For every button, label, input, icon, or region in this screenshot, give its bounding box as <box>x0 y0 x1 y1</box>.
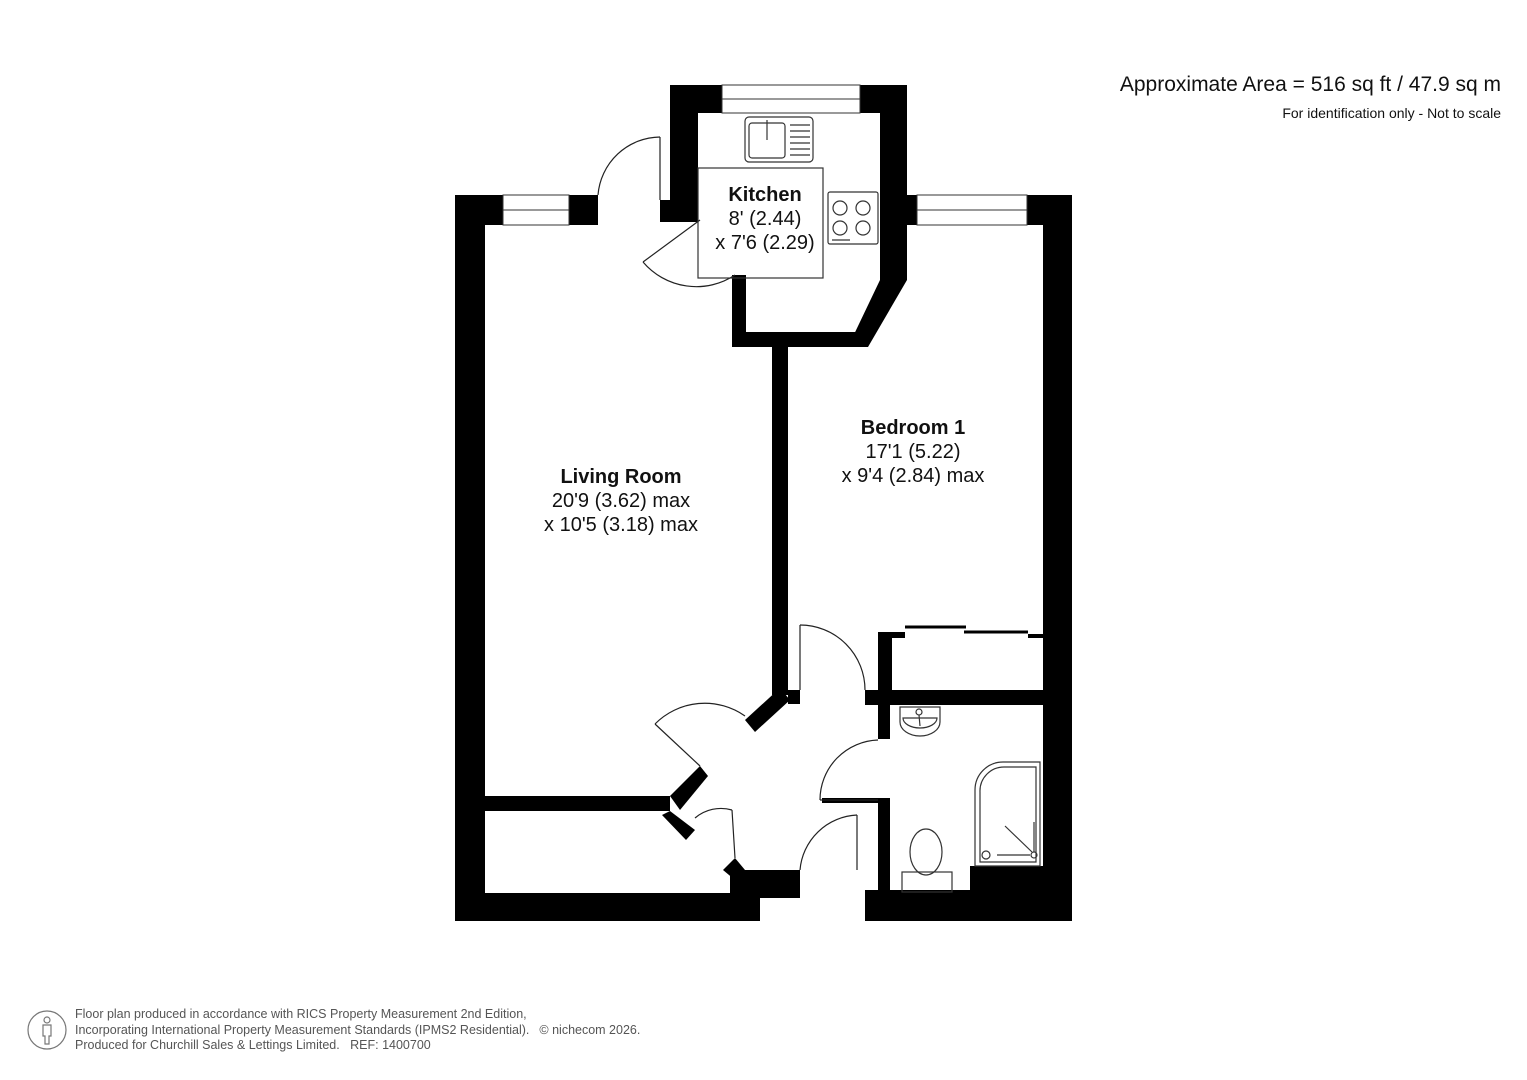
footer-line-2: Incorporating International Property Mea… <box>75 1022 530 1037</box>
room-name: Kitchen <box>728 184 802 206</box>
room-bedroom-1: Bedroom 1 17'1 (5.22) x 9'4 (2.84) max <box>842 416 985 488</box>
approximate-area: Approximate Area = 516 sq ft / 47.9 sq m <box>1119 73 1501 96</box>
room-dimension: x 9'4 (2.84) max <box>841 465 985 487</box>
footer-line-3: Produced for Churchill Sales & Lettings … <box>75 1038 431 1052</box>
copyright: © nichecom 2026. <box>539 1022 641 1037</box>
wardrobe-icon <box>905 625 1028 634</box>
sink-icon <box>744 116 814 163</box>
room-dimension: x 10'5 (3.18) max <box>544 514 698 536</box>
room-name: Living Room <box>560 466 682 488</box>
windows <box>502 84 1028 226</box>
hob-icon <box>827 191 879 245</box>
room-dimension: 8' (2.44) <box>728 208 802 230</box>
room-dimension: 20'9 (3.62) max <box>551 490 691 512</box>
shower-icon <box>974 761 1041 867</box>
room-kitchen: Kitchen 8' (2.44) x 7'6 (2.29) <box>715 183 814 255</box>
room-dimension: 17'1 (5.22) <box>865 441 961 463</box>
kitchen-counter <box>697 167 824 279</box>
room-living-room: Living Room 20'9 (3.62) max x 10'5 (3.18… <box>544 465 698 537</box>
room-dimension: x 7'6 (2.29) <box>715 232 815 254</box>
footer-notes: Floor plan produced in accordance with R… <box>75 1007 640 1054</box>
not-to-scale-note: For identification only - Not to scale <box>1282 105 1501 121</box>
person-icon <box>27 1010 67 1050</box>
doors <box>597 136 879 871</box>
toilet-icon <box>901 828 953 893</box>
walls <box>455 85 1072 921</box>
basin-icon <box>899 706 941 737</box>
footer-line-1: Floor plan produced in accordance with R… <box>75 1007 527 1021</box>
room-name: Bedroom 1 <box>860 417 966 439</box>
